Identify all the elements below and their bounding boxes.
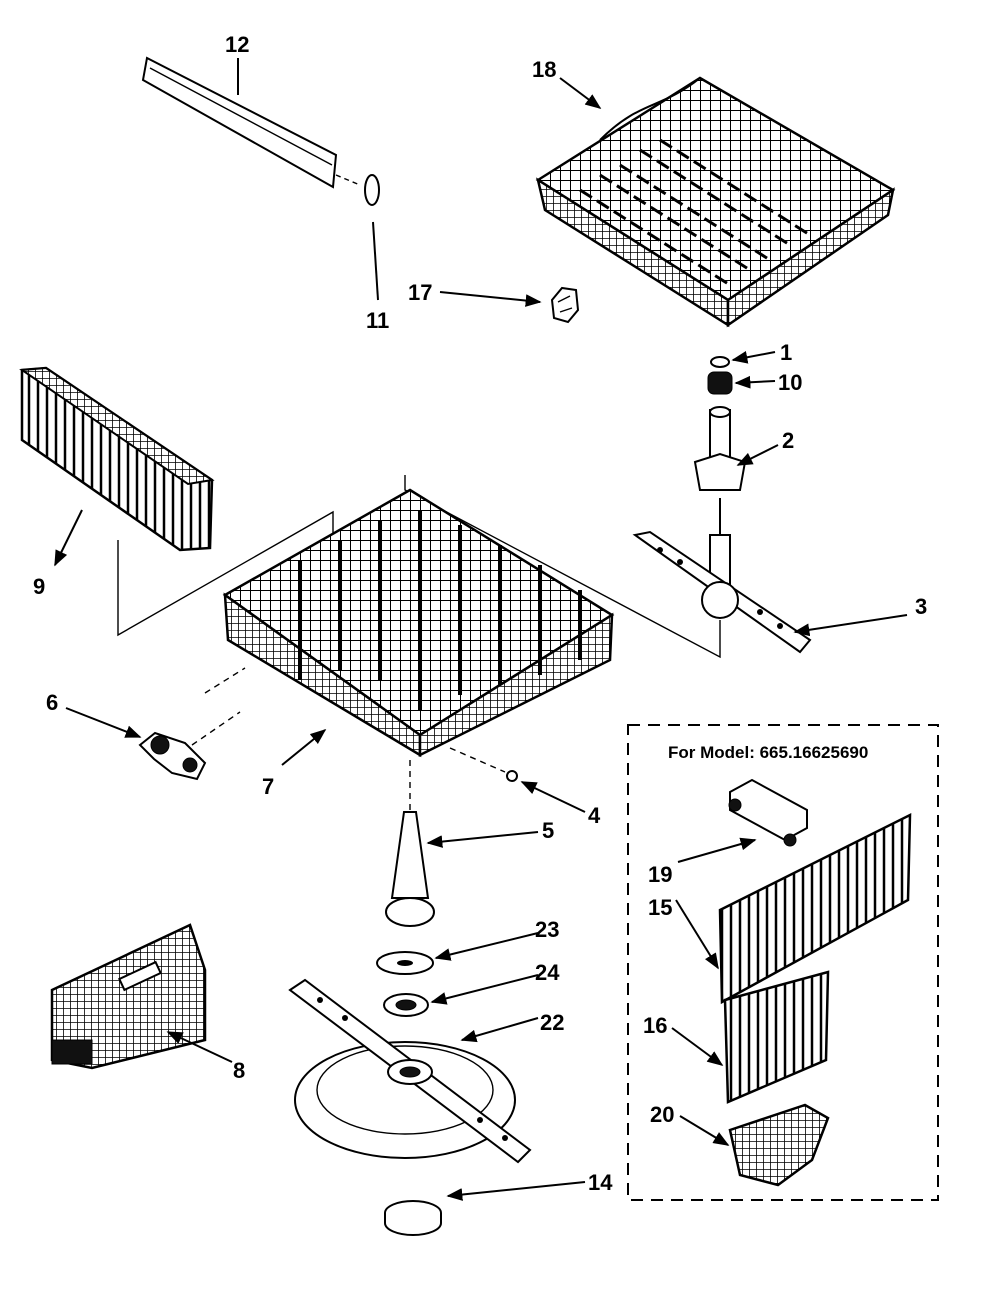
part-16-tine-row-small [671, 970, 830, 1104]
part-12-rack-rail [141, 56, 338, 189]
leader-3 [793, 614, 908, 637]
leader-5 [426, 831, 539, 848]
callout-14: 14 [588, 1170, 613, 1195]
part-19-clip [677, 778, 808, 863]
part-18-upper-rack [535, 76, 896, 328]
callout-3: 3 [915, 594, 927, 619]
leader-18 [559, 77, 602, 109]
callout-1: 1 [780, 340, 792, 365]
part-9-side-basket [19, 366, 215, 567]
callout-17: 17 [408, 280, 432, 305]
callout-11: 11 [366, 308, 389, 333]
leader-20 [679, 1115, 730, 1146]
callout-16: 16 [643, 1013, 667, 1038]
part-1-washer [710, 351, 776, 368]
part-20-small-basket [679, 1103, 830, 1187]
leader-24 [430, 974, 539, 1005]
part-10-nut [707, 371, 776, 395]
callout-labels: 12 11 17 18 1 10 2 3 9 6 7 4 5 23 24 22 … [33, 32, 927, 1195]
leader-11 [372, 221, 379, 301]
callout-20: 20 [650, 1102, 674, 1127]
part-7-lower-rack [222, 488, 615, 766]
part-17-connector [439, 286, 580, 324]
callout-10: 10 [778, 370, 802, 395]
part-15-tine-row-large [675, 812, 912, 1005]
part-22-lower-spray-arm [288, 978, 539, 1164]
part-4-fastener [449, 747, 586, 813]
leader-4 [520, 781, 586, 813]
callout-6: 6 [46, 690, 58, 715]
callout-7: 7 [262, 774, 274, 799]
leader-9 [54, 509, 83, 567]
callout-23: 23 [535, 917, 559, 942]
leader-8 [166, 1031, 233, 1063]
part-5-lower-spray-tube [385, 760, 539, 927]
leader-14 [446, 1181, 586, 1201]
callout-2: 2 [782, 428, 794, 453]
part-3-upper-spray-arm [632, 498, 908, 654]
model-inset: For Model: 665.16625690 [627, 724, 939, 1201]
callout-18: 18 [532, 57, 556, 82]
callout-9: 9 [33, 574, 45, 599]
leader-1 [731, 351, 776, 364]
leader-19 [677, 837, 757, 863]
callout-19: 19 [648, 862, 672, 887]
inset-title: For Model: 665.16625690 [668, 743, 868, 762]
part-11-clip [335, 174, 380, 301]
leader-7 [281, 728, 327, 766]
callout-24: 24 [535, 960, 560, 985]
callout-5: 5 [542, 818, 554, 843]
callout-22: 22 [540, 1010, 564, 1035]
callout-12: 12 [225, 32, 249, 57]
part-2-spray-tube [693, 406, 779, 491]
part-23-gasket [376, 932, 539, 975]
callout-15: 15 [648, 895, 672, 920]
leader-22 [460, 1017, 539, 1043]
callout-4: 4 [588, 803, 601, 828]
leader-23 [434, 932, 539, 961]
leader-17 [439, 291, 542, 307]
part-8-silverware-basket [50, 923, 233, 1070]
leader-15 [675, 899, 719, 970]
leader-16 [671, 1027, 724, 1066]
part-14-seal-ring [384, 1181, 586, 1236]
leader-2 [736, 444, 779, 466]
leader-6 [65, 707, 142, 738]
part-24-bearing [383, 974, 539, 1017]
leader-10 [734, 375, 776, 389]
part-6-rack-wheel [65, 667, 246, 781]
callout-8: 8 [233, 1058, 245, 1083]
